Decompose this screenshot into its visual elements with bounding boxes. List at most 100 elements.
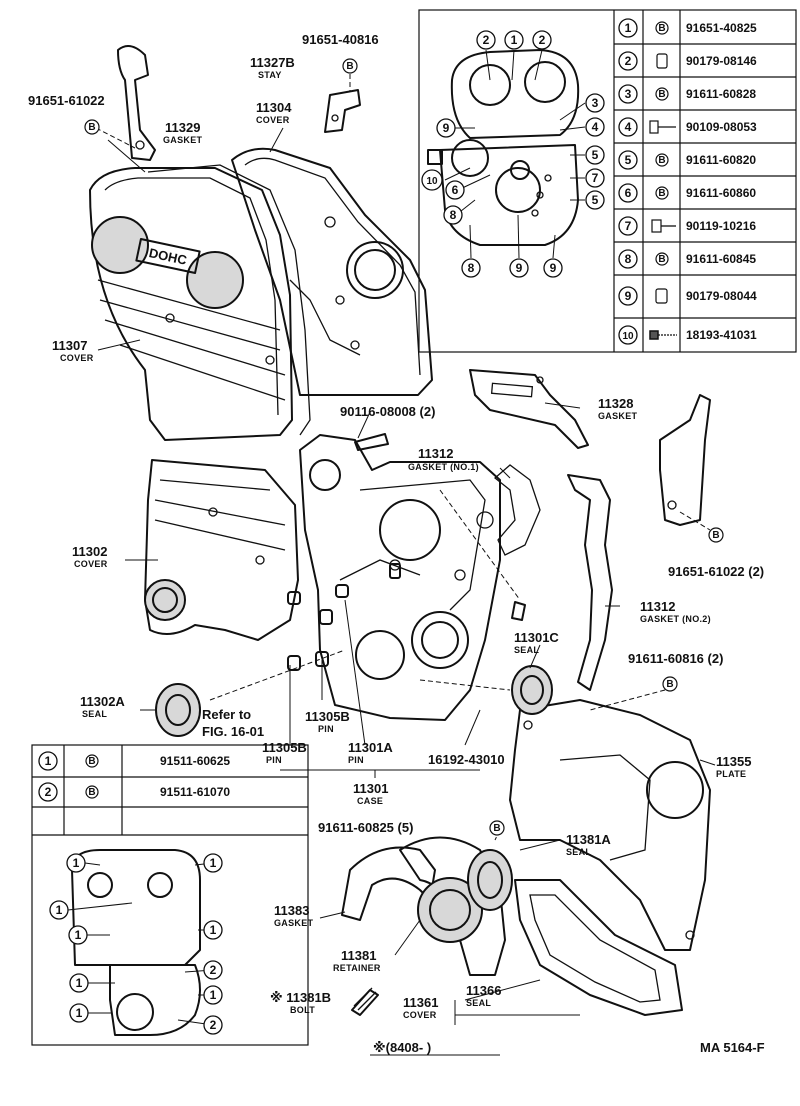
svg-text:8: 8 <box>450 208 457 222</box>
bolt-table-row: 3 B 91611-60828 <box>618 84 756 104</box>
upper-cover-11307 <box>89 164 311 441</box>
callout: 91611-60825 (5) <box>318 820 413 835</box>
svg-text:6: 6 <box>625 186 632 200</box>
callout: 11301A <box>348 740 393 755</box>
svg-text:90119-10216: 90119-10216 <box>686 219 756 233</box>
svg-text:18193-41031: 18193-41031 <box>686 328 757 342</box>
callout: 11329 <box>165 120 200 135</box>
plate-11355 <box>509 699 711 951</box>
callout-labels: 91651-40816 11327B STAY 91651-61022 1130… <box>28 32 765 1055</box>
svg-text:9: 9 <box>516 261 523 275</box>
callout: 11366 <box>466 983 501 998</box>
callout: 11302A <box>80 694 125 709</box>
rear-seal-group <box>341 836 683 1016</box>
svg-text:1: 1 <box>76 1006 83 1020</box>
svg-text:2: 2 <box>210 1018 217 1032</box>
svg-text:B: B <box>658 89 665 100</box>
callout-sub: PIN <box>318 724 334 734</box>
svg-text:9: 9 <box>625 289 632 303</box>
callout: 11361 <box>403 995 438 1010</box>
callout-sub: GASKET <box>163 135 203 145</box>
callout-sub: SEAL <box>82 709 107 719</box>
svg-text:2: 2 <box>539 33 546 47</box>
bolt-location-inset: 1 B 91651-40825 2 90179-08146 3 B 91611-… <box>418 9 797 353</box>
svg-text:1: 1 <box>511 33 518 47</box>
callout: 11381A <box>566 832 611 847</box>
svg-text:6: 6 <box>452 183 459 197</box>
svg-text:B: B <box>658 23 665 34</box>
svg-text:5: 5 <box>592 193 599 207</box>
side-bracket: B <box>659 394 724 543</box>
b-markers: B B <box>489 676 678 836</box>
callout: 11312 <box>640 599 675 614</box>
gasket-11328 <box>469 369 589 449</box>
callout: 11305B <box>305 709 350 724</box>
callout-sub: GASKET (NO.1) <box>408 462 479 472</box>
callout: 11302 <box>72 544 107 559</box>
callout: 11301C <box>514 630 559 645</box>
svg-text:90179-08146: 90179-08146 <box>686 54 757 68</box>
callout: FIG. 16-01 <box>202 724 264 739</box>
callout: ※ 11381B <box>270 990 331 1005</box>
callout: 11355 <box>716 754 751 769</box>
svg-text:91511-61070: 91511-61070 <box>160 785 230 799</box>
callout: 91651-61022 (2) <box>668 564 764 579</box>
callout-sub: CASE <box>357 796 383 806</box>
gasket-no2 <box>567 474 613 691</box>
seal-11302a <box>155 683 201 737</box>
bolt-table-row: 9 90179-08044 <box>618 286 757 306</box>
svg-text:1: 1 <box>210 923 217 937</box>
cover-bolt-sketch <box>67 849 214 1036</box>
svg-text:1: 1 <box>45 754 52 768</box>
svg-text:91611-60828: 91611-60828 <box>686 87 756 101</box>
lower-cover-11302 <box>144 459 299 641</box>
production-note: ※(8408- ) <box>373 1040 431 1055</box>
svg-text:1: 1 <box>625 21 632 35</box>
callout: 90116-08008 (2) <box>340 404 435 419</box>
svg-text:B: B <box>658 155 665 166</box>
callout-sub: PIN <box>348 755 364 765</box>
callout-sub: GASKET (NO.2) <box>640 614 711 624</box>
callout: 91651-61022 <box>28 93 105 108</box>
svg-text:10: 10 <box>426 176 438 187</box>
bolt-table-row: 10 18193-41031 <box>618 325 757 345</box>
callout-sub: SEAL <box>466 998 491 1008</box>
timing-case-11301 <box>299 434 501 721</box>
svg-text:1: 1 <box>73 856 80 870</box>
callout-sub: COVER <box>256 115 290 125</box>
stay-bracket: B <box>324 58 361 133</box>
bolt-table-row: 8 B 91611-60845 <box>618 249 756 269</box>
callout: 11305B <box>262 740 307 755</box>
svg-text:10: 10 <box>622 331 634 342</box>
callout-sub: PIN <box>266 755 282 765</box>
leader-lines <box>97 127 716 1056</box>
svg-text:7: 7 <box>592 171 599 185</box>
callout-sub: PLATE <box>716 769 746 779</box>
svg-text:91611-60845: 91611-60845 <box>686 252 756 266</box>
svg-text:B: B <box>88 756 95 767</box>
callout: 11312 <box>418 446 453 461</box>
svg-text:B: B <box>658 254 665 265</box>
inset-case-sketch <box>427 49 586 259</box>
callout: 91651-40816 <box>302 32 379 47</box>
svg-text:4: 4 <box>592 120 599 134</box>
svg-text:9: 9 <box>443 121 450 135</box>
svg-text:B: B <box>493 823 500 834</box>
svg-text:1: 1 <box>56 903 63 917</box>
bolt-table-row: 7 90119-10216 <box>618 216 756 236</box>
svg-text:B: B <box>712 530 719 541</box>
svg-text:2: 2 <box>45 785 52 799</box>
sketch-markers: 1 1 1 1 1 2 1 1 1 2 <box>49 853 223 1035</box>
figure-code: MA 5164-F <box>700 1040 765 1055</box>
bolt-table-row: 4 90109-08053 <box>618 117 757 137</box>
callout: 11304 <box>256 100 292 115</box>
svg-text:1: 1 <box>210 856 217 870</box>
callout-sub: SEAL <box>514 645 539 655</box>
svg-text:8: 8 <box>625 252 632 266</box>
callout-sub: COVER <box>74 559 108 569</box>
svg-text:B: B <box>658 188 665 199</box>
callout: 91611-60816 (2) <box>628 651 723 666</box>
callout: 11307 <box>52 338 87 353</box>
callout: 11301 <box>353 781 388 796</box>
svg-text:9: 9 <box>550 261 557 275</box>
